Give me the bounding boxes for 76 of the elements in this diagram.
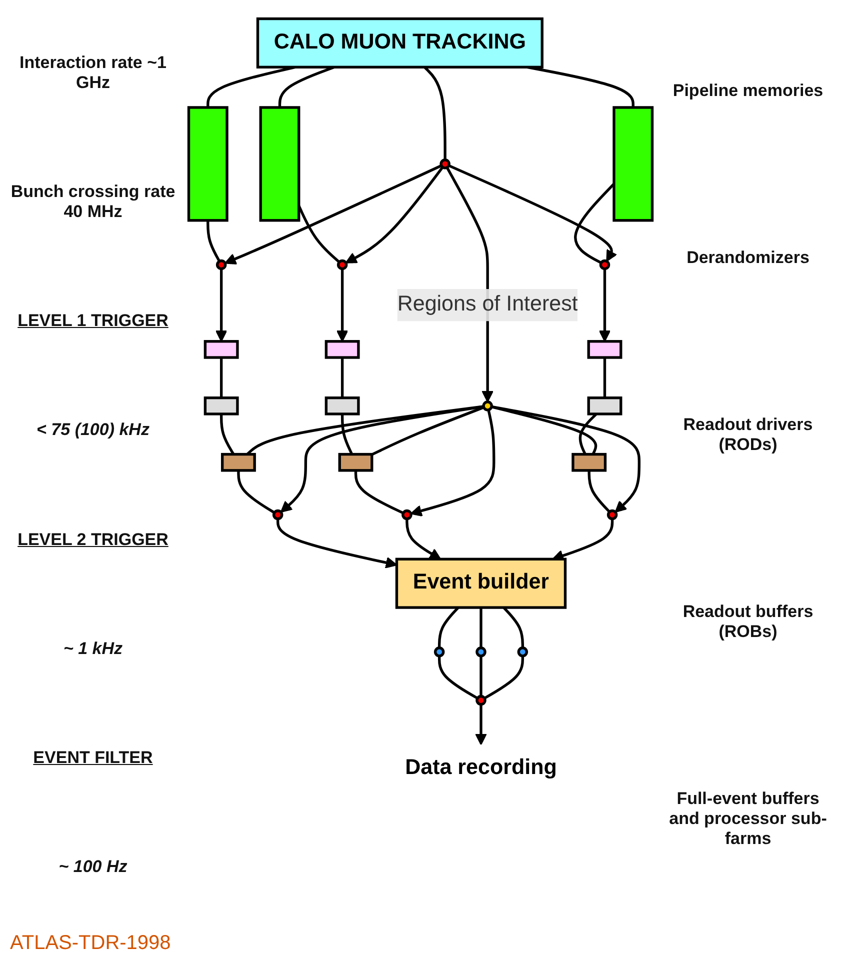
node-circle — [482, 400, 493, 412]
rate-label: Interaction rate ~1 GHz — [18, 52, 168, 93]
connector — [603, 358, 606, 398]
connector — [438, 606, 460, 648]
node-circle — [440, 158, 450, 170]
connector — [438, 656, 478, 700]
component-label: Readout drivers (RODs) — [682, 414, 814, 455]
arrow — [406, 518, 442, 560]
node-box — [204, 340, 239, 359]
node-circle — [476, 694, 486, 706]
component-label: Full-event buffers and processor sub-farms — [668, 788, 828, 849]
connector — [340, 358, 344, 398]
arrow — [410, 410, 496, 517]
node-circle — [476, 646, 486, 658]
arrow — [280, 405, 484, 513]
connector — [491, 406, 598, 455]
connector — [502, 606, 524, 648]
rate-label: < 75 (100) kHz — [36, 420, 150, 440]
node-circle — [434, 646, 445, 658]
node-circle — [402, 509, 412, 520]
arrow — [224, 164, 442, 264]
arrow — [491, 405, 640, 513]
node-circle — [606, 509, 618, 520]
node-box — [587, 340, 622, 359]
node-bar — [187, 106, 228, 222]
connector — [578, 413, 598, 455]
connector — [220, 414, 235, 455]
node-text: Data recording — [405, 756, 557, 780]
connector — [371, 406, 484, 456]
connector — [526, 66, 634, 108]
level-heading: LEVEL 1 TRIGGER — [16, 311, 170, 332]
node-box — [204, 396, 239, 416]
arrow — [345, 166, 444, 264]
connector — [220, 358, 223, 398]
node-circle — [216, 259, 227, 270]
rate-label: ~ 100 Hz — [58, 857, 128, 878]
edge-label: Regions of Interest — [397, 292, 578, 316]
connector — [480, 656, 482, 696]
node-box — [587, 396, 622, 416]
connector — [588, 470, 610, 513]
connector — [206, 220, 221, 262]
node-circle — [336, 259, 348, 270]
node-box: CALO MUON TRACKING — [256, 17, 544, 68]
arrow — [276, 518, 398, 568]
level-heading: LEVEL 2 TRIGGER — [16, 530, 170, 550]
connector — [424, 66, 446, 160]
node-box — [221, 452, 256, 472]
node-circle — [517, 646, 528, 658]
node-box — [338, 452, 374, 472]
rate-label: Bunch crossing rate 40 MHz — [10, 182, 176, 222]
connector — [206, 66, 296, 108]
connector — [480, 608, 482, 648]
source-note: ATLAS-TDR-1998 — [10, 932, 171, 955]
node-bar — [259, 106, 300, 222]
arrow — [475, 704, 487, 746]
rate-label: ~ 1 kHz — [62, 638, 124, 659]
node-circle — [599, 259, 610, 270]
node-box — [324, 340, 360, 359]
arrow — [215, 268, 228, 342]
connector — [246, 405, 484, 456]
connector — [237, 470, 276, 514]
arrow — [336, 268, 348, 342]
node-box — [572, 452, 607, 472]
node-circle — [272, 509, 284, 520]
node-box — [324, 396, 360, 416]
connector — [340, 414, 354, 455]
component-label: Derandomizers — [686, 248, 810, 268]
connector — [354, 470, 404, 514]
level-heading: EVENT FILTER — [32, 748, 154, 768]
component-label: Readout buffers (ROBs) — [682, 602, 814, 642]
connector — [484, 656, 524, 700]
arrow — [598, 268, 611, 342]
node-box: Event builder — [395, 558, 567, 609]
node-bar — [612, 106, 654, 222]
component-label: Pipeline memories — [672, 81, 824, 102]
arrow — [448, 164, 618, 262]
